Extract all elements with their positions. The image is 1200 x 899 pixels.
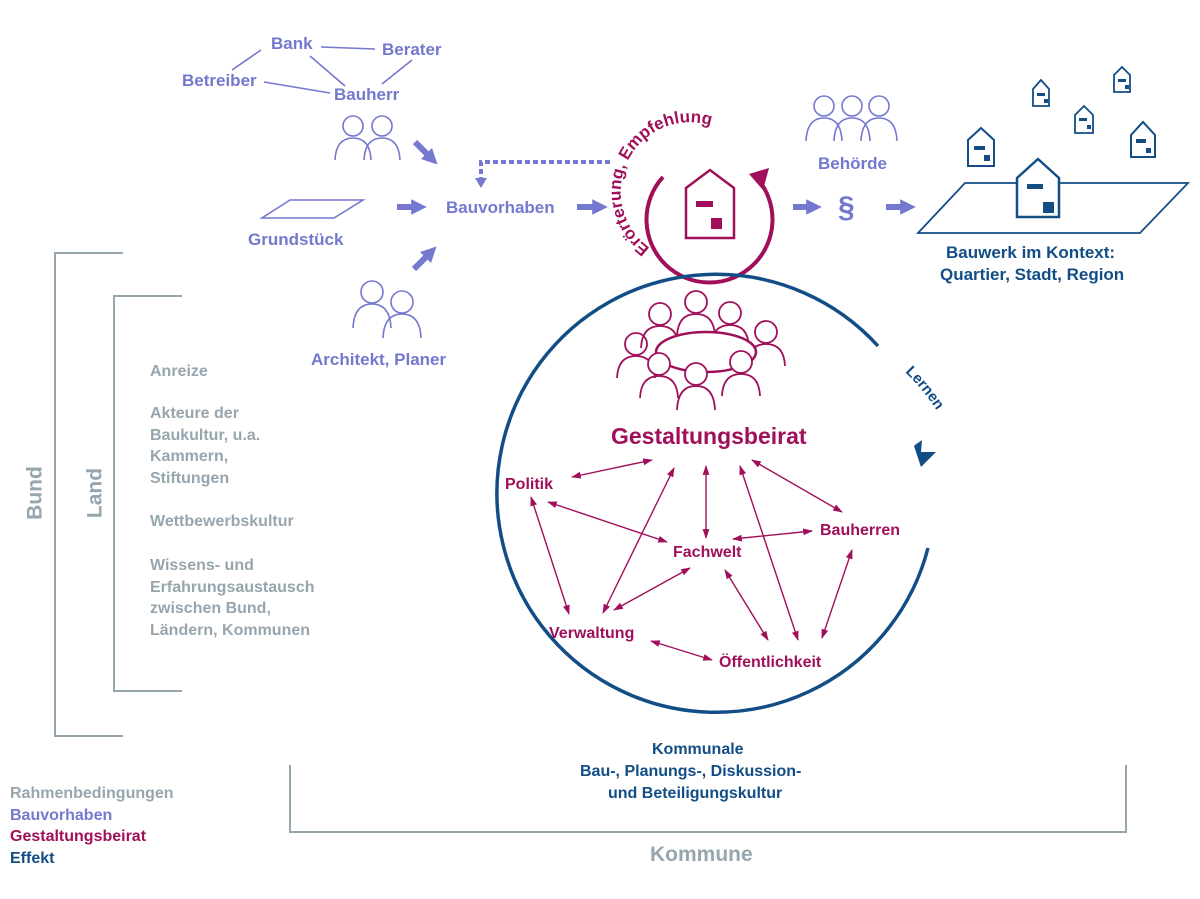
rahmen-item-akteure: Akteure der Baukultur, u.a. Kammern, Sti… <box>150 405 261 487</box>
lernen-label: Lernen <box>902 363 947 413</box>
node-fachwelt: Fachwelt <box>673 544 742 561</box>
kommunale-line3: und Beteiligungskultur <box>608 785 783 802</box>
lernen-cycle <box>495 272 936 714</box>
bauwerk-windows <box>974 79 1151 213</box>
bund-bracket <box>54 252 123 737</box>
land-bracket <box>113 295 182 692</box>
bank-label: Bank <box>271 34 313 53</box>
bauvorhaben-flow-arrows <box>397 139 916 272</box>
bund-label: Bund <box>24 466 47 520</box>
rahmen-item-wettbewerb: Wettbewerbskultur <box>150 513 294 530</box>
paragraph-symbol: § <box>838 191 855 224</box>
behoerde-label: Behörde <box>818 154 887 173</box>
node-verwaltung: Verwaltung <box>549 625 635 642</box>
legend-gestaltungsbeirat: Gestaltungsbeirat <box>10 828 147 845</box>
kommune-label: Kommune <box>650 843 753 866</box>
eroerterung-cycle <box>644 168 775 285</box>
grundstueck-parcel-icon <box>259 199 366 219</box>
feedback-dashed-arrow <box>475 160 610 188</box>
bauherr-people-icon <box>334 115 401 161</box>
node-bauherren: Bauherren <box>820 522 901 539</box>
building-icon <box>684 168 736 240</box>
bauwerk-label-line1: Bauwerk im Kontext: <box>946 243 1116 262</box>
bauwerk-label-line2: Quartier, Stadt, Region <box>940 265 1125 284</box>
kommunale-line1: Kommunale <box>652 741 744 758</box>
land-label: Land <box>84 468 107 518</box>
bauherr-label: Bauherr <box>334 85 400 104</box>
gestaltungsbeirat-title: Gestaltungsbeirat <box>611 423 807 449</box>
node-politik: Politik <box>505 476 554 493</box>
legend-rahmenbedingungen: Rahmenbedingungen <box>10 785 174 802</box>
beirat-people-icon <box>616 290 786 411</box>
kommunale-line2: Bau-, Planungs-, Diskussion- <box>580 763 802 780</box>
betreiber-label: Betreiber <box>182 71 257 90</box>
bauvorhaben-label: Bauvorhaben <box>446 198 555 217</box>
behoerde-people-icon <box>805 95 898 142</box>
legend-bauvorhaben: Bauvorhaben <box>10 807 113 824</box>
node-oeffentlichkeit: Öffentlichkeit <box>719 654 822 671</box>
legend-effekt: Effekt <box>10 850 55 867</box>
rahmen-item-wissen: Wissens- und Erfahrungsaustausch zwische… <box>150 557 315 639</box>
rahmen-item-anreize: Anreize <box>150 363 208 380</box>
berater-label: Berater <box>382 40 442 59</box>
kommune-bracket <box>289 765 1127 833</box>
architekt-label: Architekt, Planer <box>311 350 447 369</box>
grundstueck-label: Grundstück <box>248 230 344 249</box>
beirat-network-arrows <box>530 458 853 661</box>
architekt-people-icon <box>352 280 422 339</box>
akteur-network-lines <box>231 46 413 94</box>
